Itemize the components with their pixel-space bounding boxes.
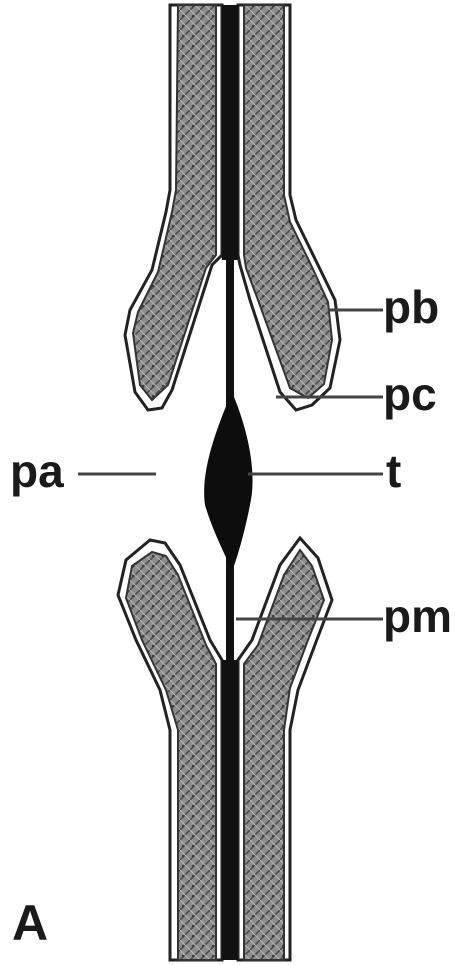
upper-right-limb bbox=[238, 5, 340, 410]
fusiform-thickening bbox=[204, 392, 252, 572]
label-pc: pc bbox=[383, 371, 437, 417]
panel-letter: A bbox=[12, 898, 48, 948]
label-pa: pa bbox=[10, 448, 64, 494]
lower-left-limb bbox=[118, 540, 222, 960]
label-t: t bbox=[386, 448, 401, 494]
upper-left-limb bbox=[125, 5, 222, 410]
label-pm: pm bbox=[383, 593, 452, 639]
label-pb: pb bbox=[383, 284, 439, 330]
lower-right-limb bbox=[238, 538, 332, 960]
